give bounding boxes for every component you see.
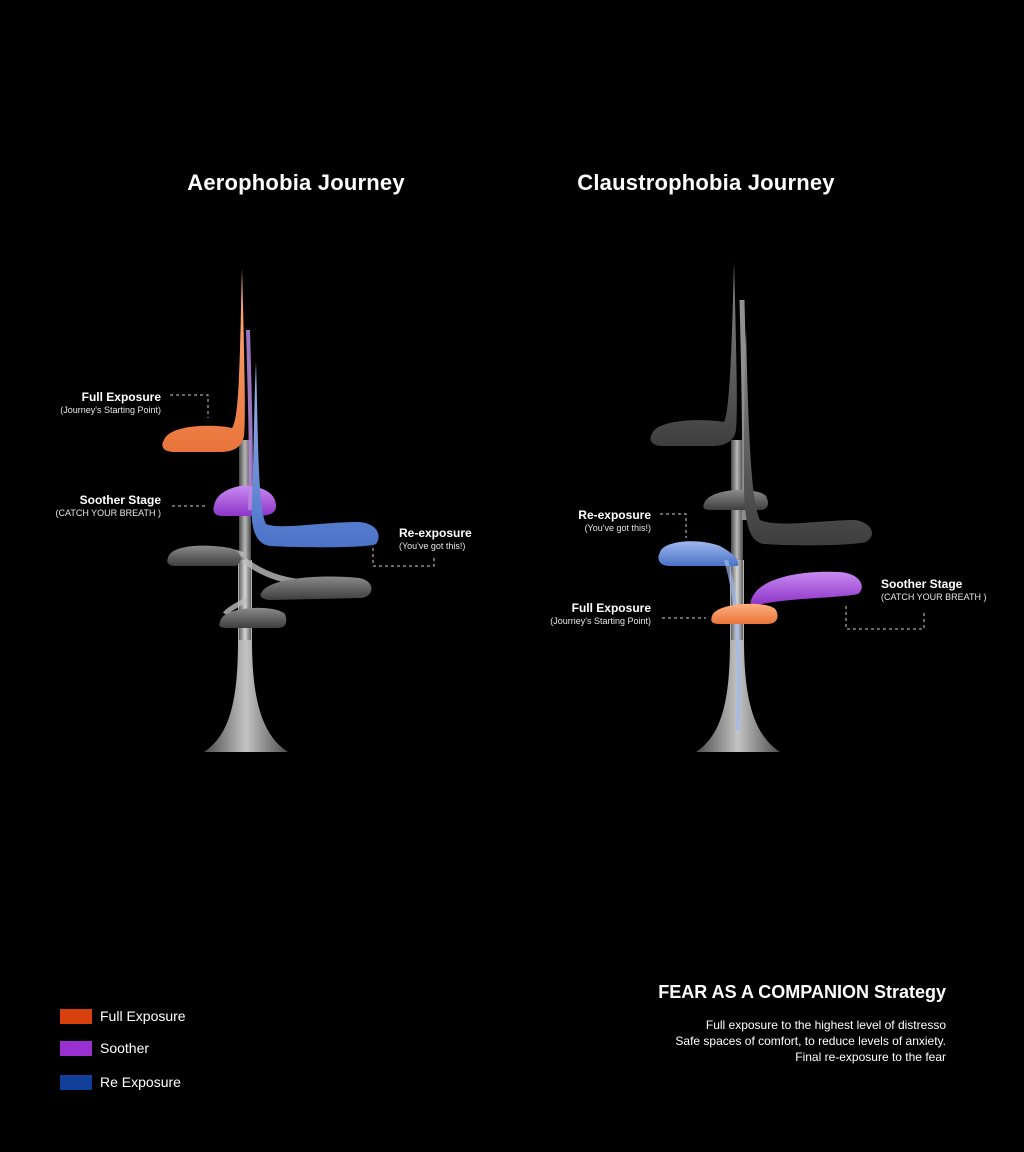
full-exposure-pod xyxy=(711,604,777,624)
legend-item-re-exposure: Re Exposure xyxy=(60,1066,186,1098)
neutral-pod xyxy=(650,262,736,446)
legend-item-full-exposure: Full Exposure xyxy=(60,1000,186,1032)
claustrophobia-tower xyxy=(650,262,872,752)
aero-soother-label: Soother Stage (CATCH YOUR BREATH ) xyxy=(40,494,161,520)
strategy-line: Full exposure to the highest level of di… xyxy=(658,1017,946,1033)
soother-pod xyxy=(213,486,276,516)
re-exposure-swatch xyxy=(60,1075,92,1090)
neutral-pod xyxy=(167,546,241,566)
strategy-line: Final re-exposure to the fear xyxy=(658,1049,946,1065)
legend-item-soother: Soother xyxy=(60,1032,186,1064)
legend: Full Exposure Soother Re Exposure xyxy=(60,1000,186,1098)
neutral-pod xyxy=(703,490,768,510)
neutral-pod xyxy=(744,330,872,545)
aero-re-exposure-label: Re-exposure (You've got this!) xyxy=(399,527,472,553)
aerophobia-tower xyxy=(162,268,378,752)
claus-re-exposure-label: Re-exposure (You've got this!) xyxy=(530,509,651,535)
soother-swatch xyxy=(60,1041,92,1056)
re-exposure-pod xyxy=(252,362,379,547)
full-exposure-swatch xyxy=(60,1009,92,1024)
soother-pod xyxy=(750,572,861,605)
aero-full-exposure-label: Full Exposure (Journey's Starting Point) xyxy=(40,391,161,417)
strategy-line: Safe spaces of comfort, to reduce levels… xyxy=(658,1033,946,1049)
strategy-block: FEAR AS A COMPANION Strategy Full exposu… xyxy=(658,982,946,1065)
full-exposure-pod xyxy=(162,268,245,452)
claus-full-exposure-label: Full Exposure (Journey's Starting Point) xyxy=(520,602,651,628)
strategy-title: FEAR AS A COMPANION Strategy xyxy=(658,982,946,1003)
claus-soother-label: Soother Stage (CATCH YOUR BREATH ) xyxy=(881,578,987,604)
